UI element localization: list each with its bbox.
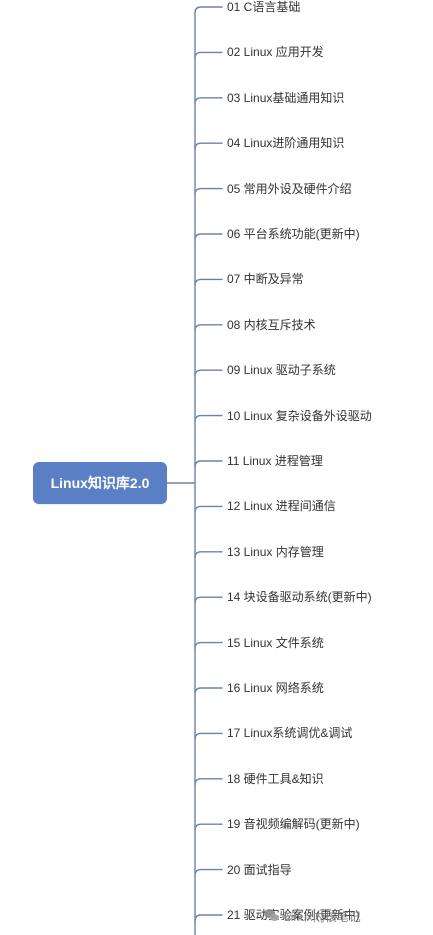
branch-connector (194, 278, 223, 287)
branch-node[interactable]: 19 音视频编解码(更新中) (227, 817, 360, 832)
branch-connector (194, 596, 223, 604)
branch-node[interactable]: 04 Linux进阶通用知识 (227, 136, 345, 151)
root-node[interactable]: Linux知识库2.0 (33, 462, 167, 504)
watermark-text: Linux内核笔记 (284, 909, 361, 924)
branch-node[interactable]: 14 块设备驱动系统(更新中) (227, 590, 372, 605)
branch-connector (194, 505, 223, 514)
root-node-label: Linux知识库2.0 (50, 475, 150, 491)
branch-connector (194, 6, 223, 14)
branch-node[interactable]: 17 Linux系统调优&调试 (227, 726, 353, 741)
branch-node[interactable]: 12 Linux 进程间通信 (227, 499, 336, 514)
branch-node[interactable]: 13 Linux 内存管理 (227, 544, 324, 559)
branch-node[interactable]: 02 Linux 应用开发 (227, 45, 324, 60)
branch-connector (194, 868, 223, 877)
branch-node[interactable]: 08 内核互斥技术 (227, 317, 316, 332)
branch-node[interactable]: 10 Linux 复杂设备外设驱动 (227, 408, 372, 423)
branch-node[interactable]: 11 Linux 进程管理 (227, 454, 323, 468)
branch-connector (194, 687, 223, 695)
branch-connector (194, 551, 223, 559)
branch-connector (194, 187, 223, 196)
branch-node[interactable]: 03 Linux基础通用知识 (227, 90, 345, 105)
branch-connector (194, 732, 223, 741)
branch-connector (194, 914, 223, 922)
branch-connector (194, 233, 223, 241)
branch-connector (194, 51, 223, 60)
branch-node[interactable]: 15 Linux 文件系统 (227, 635, 324, 650)
watermark: Linux内核笔记 (264, 906, 361, 926)
branch-connector (194, 97, 223, 105)
branch-connector (194, 142, 223, 150)
branch-node[interactable]: 09 Linux 驱动子系统 (227, 363, 336, 378)
branch-node[interactable]: 01 C语言基础 (227, 0, 301, 14)
branch-node[interactable]: 20 面试指导 (227, 862, 292, 877)
wechat-icon (264, 909, 280, 923)
branch-node[interactable]: 16 Linux 网络系统 (227, 681, 324, 695)
branch-connector (194, 414, 223, 423)
branch-connector (194, 324, 223, 332)
branch-node[interactable]: 07 中断及异常 (227, 272, 304, 287)
branch-connector (194, 641, 223, 650)
branch-connector (194, 460, 223, 468)
branch-connector (194, 369, 223, 377)
branch-connector (194, 778, 223, 786)
branch-node[interactable]: 21 驱动实验案例(更新中) (227, 908, 360, 922)
branch-node[interactable]: 18 硬件工具&知识 (227, 771, 324, 786)
branch-node[interactable]: 06 平台系统功能(更新中) (227, 227, 360, 241)
branch-node[interactable]: 05 常用外设及硬件介绍 (227, 181, 352, 196)
branch-connector (194, 823, 223, 831)
